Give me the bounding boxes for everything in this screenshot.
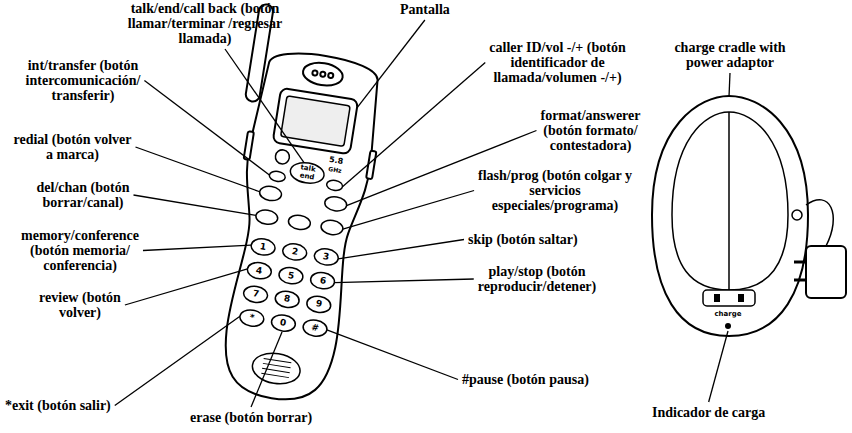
plug-prong	[794, 279, 806, 282]
callout-label: int/transfer (botón intercomunicación/ t…	[8, 58, 158, 103]
leader-line	[143, 245, 251, 250]
callout-label: caller ID/vol -/+ (botón identificador d…	[470, 40, 645, 85]
phone-part	[302, 318, 328, 338]
leader-line	[251, 332, 282, 407]
callout-label: del/chan (botón borrar/canal)	[8, 180, 158, 210]
key-legend: 9	[315, 299, 323, 309]
cradle-base	[652, 96, 808, 336]
callout-label: format/answerer (botón formato/ contesta…	[528, 108, 653, 153]
phone-part	[250, 237, 276, 257]
leader-line	[709, 331, 728, 402]
key-legend: 7	[252, 289, 260, 299]
plug-prong	[794, 261, 806, 264]
format-button	[324, 195, 348, 212]
callout-label: charge cradle with power adaptor	[660, 40, 800, 70]
leader-line	[338, 240, 464, 259]
phone-part	[282, 242, 308, 262]
charge-indicator	[725, 323, 731, 329]
screen	[281, 96, 351, 147]
leader-line	[144, 81, 269, 176]
callout-label: Pantalla	[400, 2, 450, 17]
key-legend: charge	[714, 311, 741, 318]
phone-part	[274, 290, 300, 310]
microphone	[250, 350, 302, 387]
logo	[274, 149, 290, 165]
handset-body	[211, 46, 386, 407]
callout-label: redial (botón volver a marca)	[10, 132, 135, 162]
contact	[714, 294, 720, 302]
key-legend: 5	[287, 271, 295, 281]
leader-line	[334, 279, 473, 283]
callout-label: memory/conference (botón memoria/ confer…	[5, 228, 155, 273]
leader-line	[728, 73, 730, 97]
screen-bezel	[273, 88, 359, 155]
leader-line	[115, 316, 240, 405]
phone-part	[278, 266, 304, 286]
int-button	[269, 170, 286, 182]
earpiece	[301, 60, 344, 88]
power-cord	[806, 200, 833, 246]
leader-line	[125, 269, 248, 305]
grille-line	[261, 373, 289, 377]
leader-line	[225, 49, 304, 162]
earpiece-hole	[320, 71, 326, 77]
phone-part	[270, 313, 296, 333]
leader-line	[327, 330, 458, 380]
leader-line	[343, 191, 474, 230]
leader-line	[133, 195, 255, 215]
charge-cradle	[652, 96, 846, 336]
callout-label: Indicador de carga	[652, 405, 765, 420]
talk-button	[289, 160, 326, 185]
contact	[738, 294, 744, 302]
phone-part	[239, 308, 265, 328]
del-chan-button	[255, 209, 279, 226]
caller-id-button	[326, 179, 343, 191]
menu-button	[287, 214, 311, 231]
earpiece-hole	[328, 73, 334, 79]
callout-label: review (botón volver)	[20, 290, 140, 320]
phone-part	[309, 271, 335, 291]
earpiece-hole	[312, 70, 318, 76]
key-legend: 2	[291, 247, 299, 257]
callout-label: #pause (botón pausa)	[462, 372, 589, 387]
microphone-grille	[261, 358, 291, 377]
phone-part	[313, 247, 339, 267]
leader-line	[357, 20, 425, 108]
callout-label: flash/prog (botón colgar y servicios esp…	[465, 168, 645, 213]
callout-label: skip (botón saltar)	[468, 232, 578, 247]
leader-line	[135, 147, 259, 192]
flash-button	[320, 219, 344, 236]
callout-label: *exit (botón salir)	[5, 398, 111, 413]
side-button	[244, 131, 254, 160]
phone-part	[242, 285, 268, 305]
key-legend: *	[249, 313, 255, 323]
key-legend: #	[311, 323, 320, 333]
callout-label: erase (botón borrar)	[190, 410, 312, 425]
grille-line	[264, 358, 292, 362]
phone-part	[246, 261, 272, 281]
redial-button	[259, 185, 283, 202]
cradle-seam	[728, 112, 730, 290]
callout-label: talk/end/call back (botón llamar/termina…	[120, 1, 290, 46]
leader-line	[342, 63, 485, 187]
page-button	[792, 210, 802, 220]
key-legend: 6	[319, 276, 327, 286]
handset	[199, 4, 396, 409]
cradle-cup	[672, 112, 788, 290]
power-adaptor	[806, 246, 846, 298]
charge-contacts	[703, 290, 755, 306]
keypad	[239, 237, 340, 338]
callout-label: play/stop (botón reproducir/detener)	[462, 264, 612, 294]
phone-part	[306, 295, 332, 315]
